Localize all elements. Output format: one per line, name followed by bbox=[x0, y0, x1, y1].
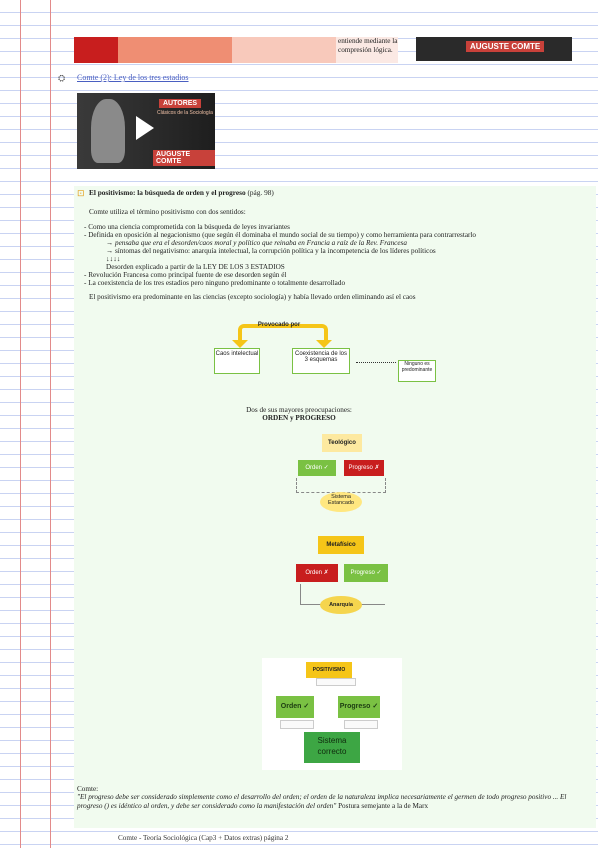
section-intro: Comte utiliza el término positivismo con… bbox=[89, 208, 246, 216]
quote-text: "El progreso debe ser considerado simple… bbox=[77, 793, 567, 810]
pos-orden: Orden ✓ bbox=[276, 696, 314, 718]
flowchart-middle: Coexistencia de los 3 esquemas bbox=[292, 348, 350, 374]
theo-title: Teológico bbox=[322, 434, 362, 452]
flowchart-arrow-left bbox=[232, 340, 248, 348]
diagram-theological: Teológico Orden ✓ Progreso ✗ Sistema Est… bbox=[292, 432, 392, 516]
video-banner-sub: Clásicos de la Sociología bbox=[157, 110, 213, 116]
flowchart: Provocado por Caos intelectual Coexisten… bbox=[210, 318, 440, 388]
flowchart-arrow bbox=[238, 324, 328, 344]
meta-oval: Anarquía bbox=[320, 596, 362, 614]
top-video-banner: AUGUSTE COMTE bbox=[466, 41, 545, 52]
video-banner-bottom: AUGUSTE COMTE bbox=[153, 150, 215, 166]
section-item-0: - Como una ciencia comprometida con la b… bbox=[84, 223, 290, 231]
play-icon[interactable] bbox=[136, 116, 154, 140]
video-banner-top: AUTORES bbox=[159, 99, 202, 108]
section-item-4: ↓↓↓↓ bbox=[106, 255, 121, 263]
lightbulb-icon: ⊡ bbox=[77, 188, 85, 198]
theo-oval: Sistema Estancado bbox=[320, 492, 362, 512]
theo-orden: Orden ✓ bbox=[298, 460, 336, 476]
diagram-metaphysical: Metafísico Orden ✗ Progreso ✓ Anarquía bbox=[290, 534, 394, 620]
video-link-icon: ⛭ bbox=[58, 73, 66, 83]
meta-title: Metafísico bbox=[318, 536, 364, 554]
pos-title: POSITIVISMO bbox=[306, 662, 352, 678]
section-item-5: Desorden explicado a partir de la LEY DE… bbox=[106, 263, 285, 271]
section-heading: El positivismo: la búsqueda de orden y e… bbox=[89, 188, 274, 197]
margin-line-left bbox=[20, 0, 21, 848]
theo-connector bbox=[296, 478, 386, 493]
flowchart-left: Caos intelectual bbox=[214, 348, 260, 374]
section-item-7: - La coexistencia de los tres estadios p… bbox=[84, 279, 346, 287]
concerns-line1: Dos de sus mayores preocupaciones: bbox=[246, 406, 352, 414]
flowchart-arrow-right bbox=[316, 340, 332, 348]
flowchart-top-label: Provocado por bbox=[257, 322, 301, 328]
pos-result: Sistema correcto bbox=[304, 732, 360, 763]
section-summary: El positivismo era predominante en las c… bbox=[89, 293, 416, 301]
quote-block: "El progreso debe ser considerado simple… bbox=[77, 793, 577, 811]
section-item-3: → síntomas del negativismo: anarquía int… bbox=[106, 247, 436, 255]
section-item-1: - Definida en oposición al negacionismo … bbox=[84, 231, 476, 239]
quote-label: Comte: bbox=[77, 785, 99, 793]
top-strip: entiende mediante la compresión lógica. … bbox=[74, 37, 574, 63]
diagram-positive: POSITIVISMO Orden ✓ Progreso ✓ Sistema c… bbox=[262, 658, 402, 770]
pos-progreso: Progreso ✓ bbox=[338, 696, 380, 718]
section-item-2: → pensaba que era el desorden/caos moral… bbox=[106, 239, 407, 247]
theo-progreso: Progreso ✗ bbox=[344, 460, 384, 476]
concerns-line2: ORDEN y PROGRESO bbox=[262, 414, 336, 422]
margin-line-inner bbox=[50, 0, 51, 848]
flowchart-dots bbox=[356, 362, 396, 363]
flowchart-right: Ninguno es predominante bbox=[398, 360, 436, 382]
strip-light bbox=[232, 37, 336, 63]
page-footer: Comte - Teoría Sociológica (Cap3 + Datos… bbox=[118, 834, 289, 842]
section-item-6: - Revolución Francesa como principal fue… bbox=[84, 271, 287, 279]
strip-text: entiende mediante la compresión lógica. bbox=[336, 37, 398, 63]
strip-salmon bbox=[118, 37, 232, 63]
portrait bbox=[91, 99, 125, 163]
meta-orden: Orden ✗ bbox=[296, 564, 338, 582]
pos-note bbox=[316, 678, 356, 686]
top-video-thumbnail[interactable]: AUGUSTE COMTE bbox=[416, 37, 572, 61]
meta-progreso: Progreso ✓ bbox=[344, 564, 388, 582]
quote-tail: Postura semejante a la de Marx bbox=[338, 802, 429, 810]
strip-red bbox=[74, 37, 118, 63]
pos-note-right bbox=[344, 720, 378, 729]
pos-note-left bbox=[280, 720, 314, 729]
section-page-ref: (pág. 98) bbox=[247, 188, 274, 197]
video-link[interactable]: Comte (2): Ley de los tres estadios bbox=[77, 73, 189, 82]
section-heading-title: El positivismo: la búsqueda de orden y e… bbox=[89, 188, 246, 197]
video-thumbnail[interactable]: AUTORES Clásicos de la Sociología AUGUST… bbox=[77, 93, 215, 169]
